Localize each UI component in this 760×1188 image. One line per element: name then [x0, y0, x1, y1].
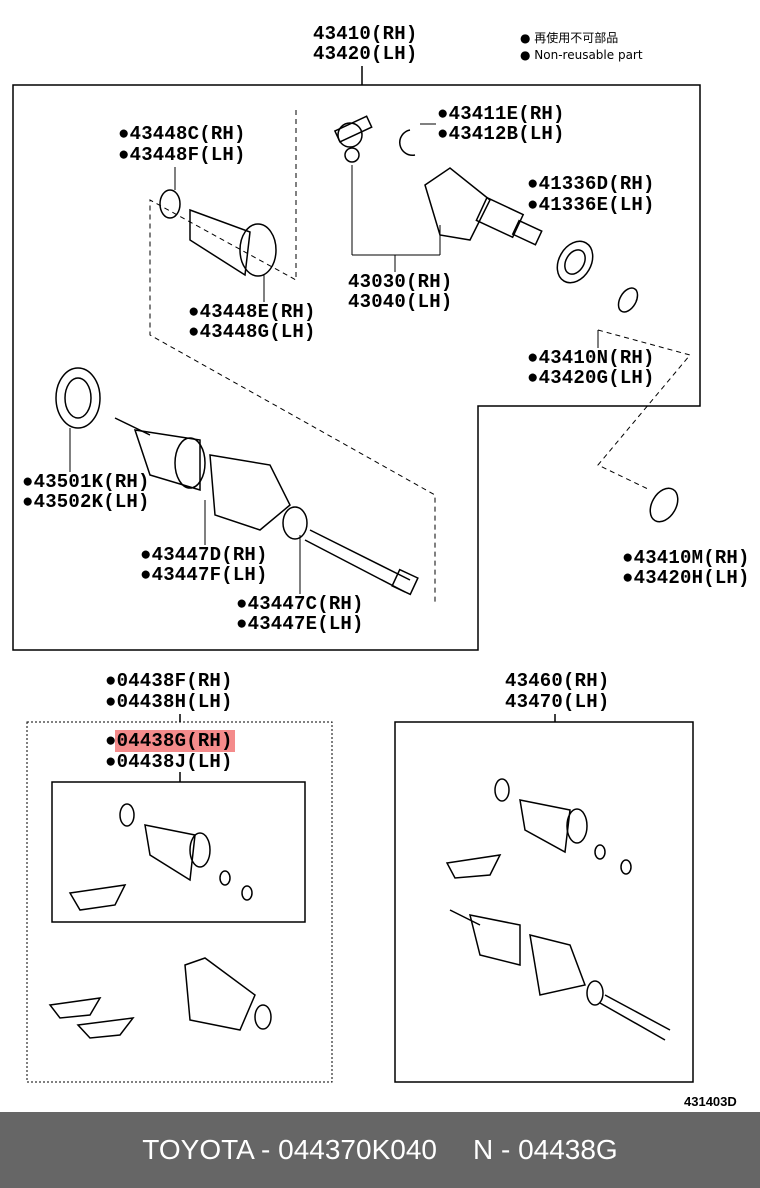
part-label[interactable]: ●43502K(LH) [22, 491, 150, 513]
assembly-number-lh: 43420(LH) [313, 43, 418, 65]
assembly-number-rh: 43410(RH) [313, 23, 418, 45]
highlighted-part-number[interactable]: 04438G(RH) [114, 730, 235, 752]
bullet: ● [105, 730, 117, 752]
oil-seal-drawing [556, 240, 594, 284]
drive-shaft-drawing [114, 417, 419, 596]
part-label[interactable]: 43030(RH) [348, 271, 453, 293]
footer-bar: TOYOTA - 044370K040 N - 04438G [0, 1112, 760, 1188]
kit-left-label-rh[interactable]: ●04438F(RH) [105, 670, 233, 692]
part-label[interactable]: ●43447F(LH) [140, 564, 268, 586]
hub-seal-drawing [649, 487, 679, 523]
part-label[interactable]: ●43448E(RH) [188, 301, 316, 323]
kit-right-drawing [445, 778, 671, 1041]
diagram-drawing [12, 66, 701, 1083]
part-label[interactable]: 43040(LH) [348, 291, 453, 313]
inboard-boot-drawing [159, 189, 277, 277]
part-label[interactable]: ●43410N(RH) [527, 347, 655, 369]
diagram-code: 431403D [684, 1094, 737, 1109]
part-label[interactable]: ●43411E(RH) [437, 103, 565, 125]
main-assembly-frame [12, 84, 701, 651]
part-label[interactable]: ●43420G(LH) [527, 367, 655, 389]
part-label[interactable]: ●43501K(RH) [22, 471, 150, 493]
legend-non-reusable: ● Non-reusable part [520, 48, 643, 62]
part-label[interactable]: ●43448F(LH) [118, 144, 246, 166]
dust-seal-drawing [55, 367, 101, 429]
part-label[interactable]: ●43412B(LH) [437, 123, 565, 145]
tripod-joint-drawing [333, 115, 373, 163]
part-label[interactable]: ●43448G(LH) [188, 321, 316, 343]
outboard-boot-drawing [48, 957, 272, 1039]
highlighted-part-label[interactable]: ●04438G(RH) [105, 730, 235, 752]
part-label[interactable]: ●43448C(RH) [118, 123, 246, 145]
kit-left-frame [26, 721, 333, 1083]
part-label[interactable]: ●43447C(RH) [236, 593, 364, 615]
part-label[interactable]: ●43420H(LH) [622, 567, 750, 589]
legend-japanese: ● 再使用不可部品 [520, 31, 619, 45]
part-label[interactable]: ●41336E(LH) [527, 194, 655, 216]
kit-left-label-lh[interactable]: ●04438H(LH) [105, 691, 233, 713]
part-label[interactable]: ●41336D(RH) [527, 173, 655, 195]
footer-part-number: TOYOTA - 044370K040 [142, 1134, 437, 1165]
footer-reference: N - 04438G [472, 1134, 618, 1165]
kit-inner-label-lh[interactable]: ●04438J(LH) [105, 751, 233, 773]
kit-right-frame [394, 721, 694, 1083]
part-label[interactable]: ●43447D(RH) [140, 544, 268, 566]
part-label[interactable]: ●43410M(RH) [622, 547, 750, 569]
part-label[interactable]: ●43447E(LH) [236, 613, 364, 635]
kit-left-inner-frame [51, 781, 306, 923]
kit-right-label-lh[interactable]: 43470(LH) [505, 691, 610, 713]
outer-race-drawing [424, 167, 543, 246]
boot-kit-drawing [68, 803, 253, 911]
kit-right-label-rh[interactable]: 43460(RH) [505, 670, 610, 692]
snap-ring-drawing [399, 129, 416, 156]
